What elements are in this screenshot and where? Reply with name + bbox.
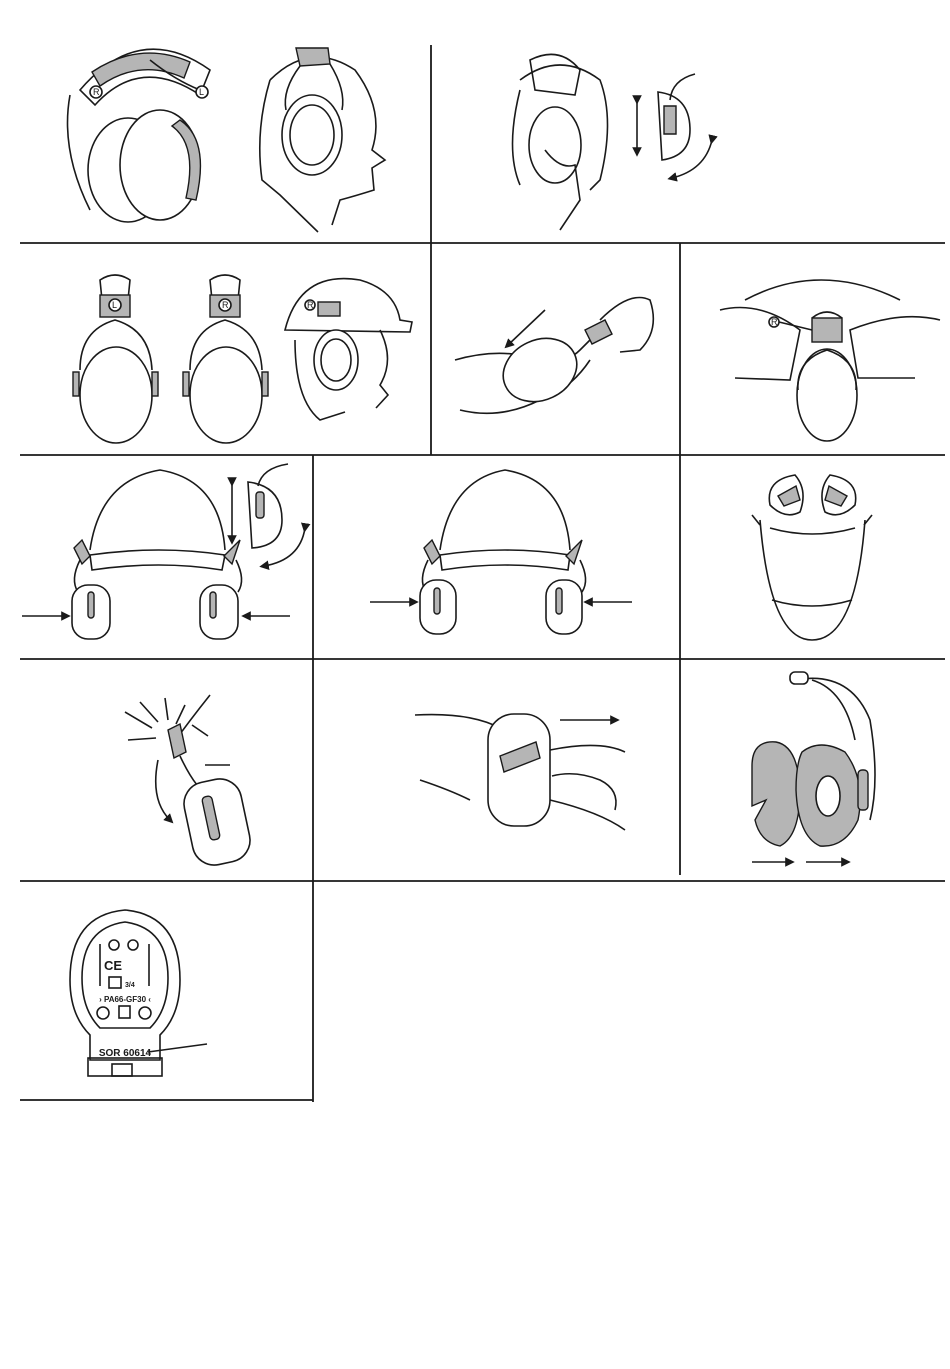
earmuff-headband-illustration — [68, 49, 211, 222]
panel-parking-position — [752, 475, 872, 640]
panel-helmet-position-adjust — [22, 464, 305, 639]
material-code: › PA66-GF30 ‹ — [99, 995, 151, 1004]
panel-height-adjust — [513, 54, 713, 230]
panel-helmet-slot — [720, 280, 940, 441]
panel-left-right-orientation: L R R — [73, 275, 412, 443]
panel-helmet-press — [370, 470, 632, 634]
ear-cup-detail — [658, 74, 695, 160]
panel-attach-to-helmet — [455, 298, 653, 414]
right-marker-label-3: R — [307, 300, 314, 310]
panel-release — [125, 695, 254, 869]
left-marker-label: L — [199, 87, 204, 97]
left-marker-label-2: L — [112, 300, 117, 310]
size-code: 3/4 — [125, 982, 135, 989]
right-marker-label-2: R — [222, 300, 229, 310]
model-number: SOR 60614 — [99, 1048, 152, 1059]
right-marker-label-4: R — [771, 317, 778, 327]
panel-pad-replacement — [752, 672, 875, 862]
head-profile-wearing-earmuff — [260, 48, 385, 232]
right-marker-label: R — [93, 87, 100, 97]
helmet-with-earmuff — [285, 279, 412, 420]
ce-mark: CE — [104, 958, 122, 973]
panel-cushion-removal — [415, 714, 625, 830]
panel-headband-wear: R L — [68, 48, 386, 232]
